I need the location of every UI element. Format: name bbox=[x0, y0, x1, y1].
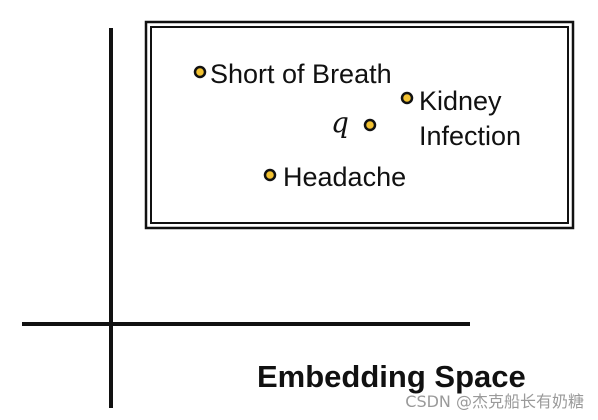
diagram-title: Embedding Space bbox=[257, 359, 526, 394]
point-query bbox=[363, 118, 377, 132]
watermark-text: CSDN @杰克船长有奶糖 bbox=[405, 392, 584, 411]
point-headache bbox=[263, 168, 277, 182]
label-headache: Headache bbox=[283, 162, 406, 192]
label-query-q: q bbox=[331, 106, 349, 139]
region-box bbox=[144, 20, 575, 230]
label-kidney-infection-line2: Infection bbox=[419, 121, 521, 151]
label-kidney-infection-line1: Kidney bbox=[419, 86, 502, 116]
label-short-of-breath: Short of Breath bbox=[210, 59, 392, 89]
point-short-of-breath bbox=[193, 65, 207, 79]
point-kidney-infection bbox=[400, 91, 414, 105]
